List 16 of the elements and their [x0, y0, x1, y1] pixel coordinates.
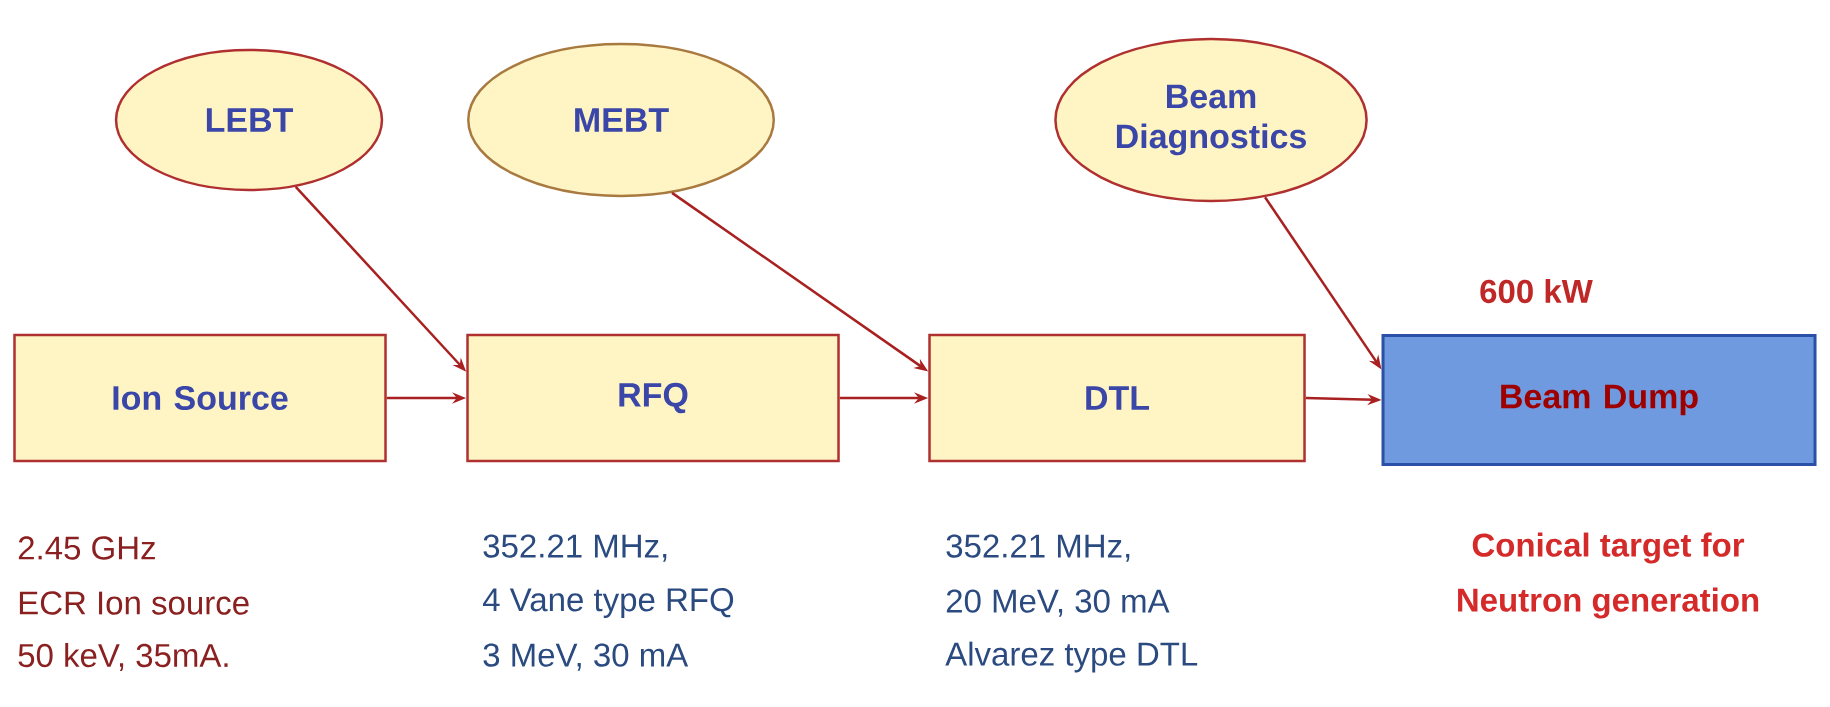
- spec-text: Conical target for: [1472, 532, 1745, 564]
- process-box: RFQ: [466, 333, 840, 463]
- spec-text: ECR Ion source: [19, 591, 249, 615]
- process-box: Ion Source: [13, 333, 387, 463]
- spec-text: 50 keV, 35mA.: [18, 642, 228, 672]
- process-box: DTL: [928, 333, 1306, 463]
- spec-text: 600 kW: [1480, 278, 1593, 304]
- spec-text: 4 Vane type RFQ: [482, 588, 734, 618]
- spec-text: Alvarez type DTL: [945, 641, 1198, 673]
- spec-text: 3 MeV, 30 mA: [483, 643, 689, 671]
- spec-text: Neutron generation: [1458, 587, 1759, 619]
- spec-text: 352.21 MHz,: [483, 534, 667, 562]
- spec-text: 352.21 MHz,: [946, 534, 1130, 562]
- spec-text: 2.45 GHz: [18, 536, 155, 560]
- beam-dump-box: Beam Dump: [1381, 334, 1817, 466]
- spec-text: 20 MeV, 30 mA: [946, 589, 1170, 617]
